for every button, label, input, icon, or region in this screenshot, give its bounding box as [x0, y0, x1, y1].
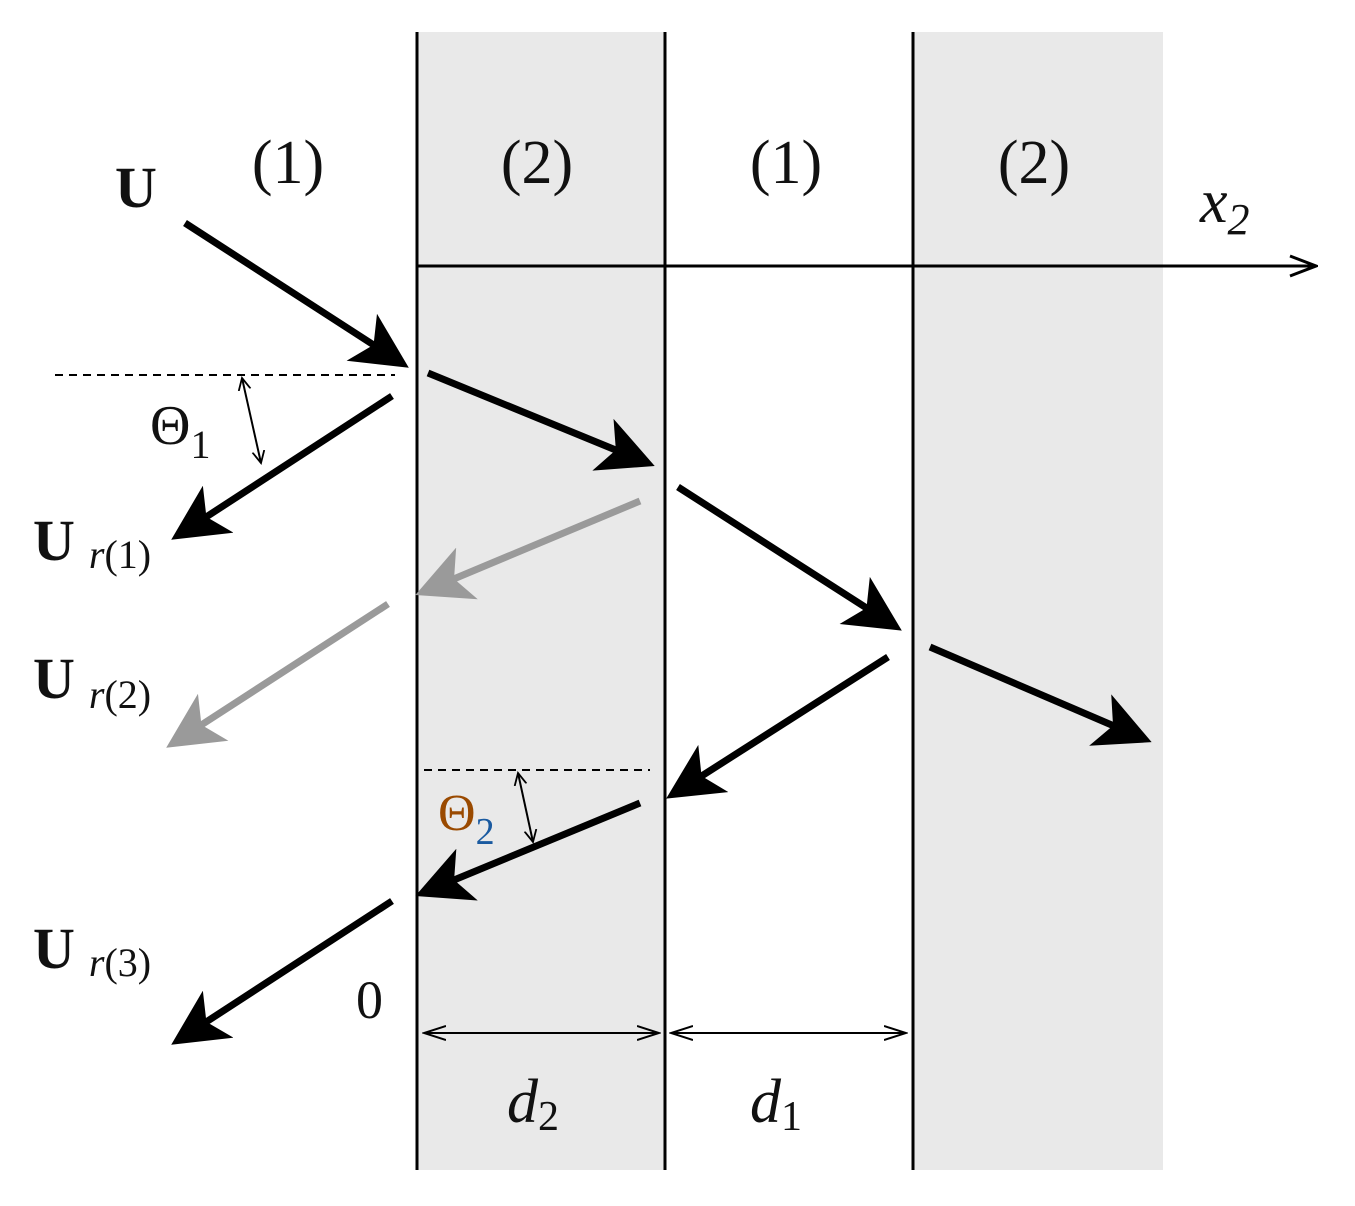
- transmitted-ray-1: [426, 369, 655, 471]
- angle-arrow-2: [518, 773, 533, 842]
- layer-label-3: (1): [750, 129, 822, 197]
- x2-axis-label: x2: [1199, 168, 1250, 244]
- transmitted-ray-2: [676, 484, 902, 631]
- angle-arrow-1: [242, 378, 261, 463]
- angle-label-2: Θ2: [438, 785, 495, 853]
- layer-label-2: (2): [501, 129, 573, 197]
- incident-ray: [183, 220, 409, 368]
- reflected-ray-3: [171, 898, 394, 1045]
- layer-label-4: (2): [998, 129, 1070, 197]
- reflected-ray-2: [166, 601, 390, 748]
- angle-label-1: Θ1: [150, 395, 210, 467]
- incident-label: U: [115, 155, 157, 220]
- ray-group: [166, 220, 1152, 1045]
- thickness-label-d2: d2: [507, 1068, 559, 1140]
- layer-shade-2: [913, 32, 1163, 1170]
- layer-label-1: (1): [252, 129, 324, 197]
- thickness-label-d1: d1: [750, 1068, 802, 1140]
- transmitted-ray-3: [928, 643, 1152, 746]
- origin-label: 0: [356, 970, 383, 1030]
- reflected-ray-1: [171, 393, 394, 540]
- reflected-inner-ray-2: [666, 654, 890, 799]
- reflected-inner-ray-3: [415, 799, 642, 901]
- layer-shade-1: [417, 32, 665, 1170]
- reflected-inner-ray-gray: [415, 497, 642, 600]
